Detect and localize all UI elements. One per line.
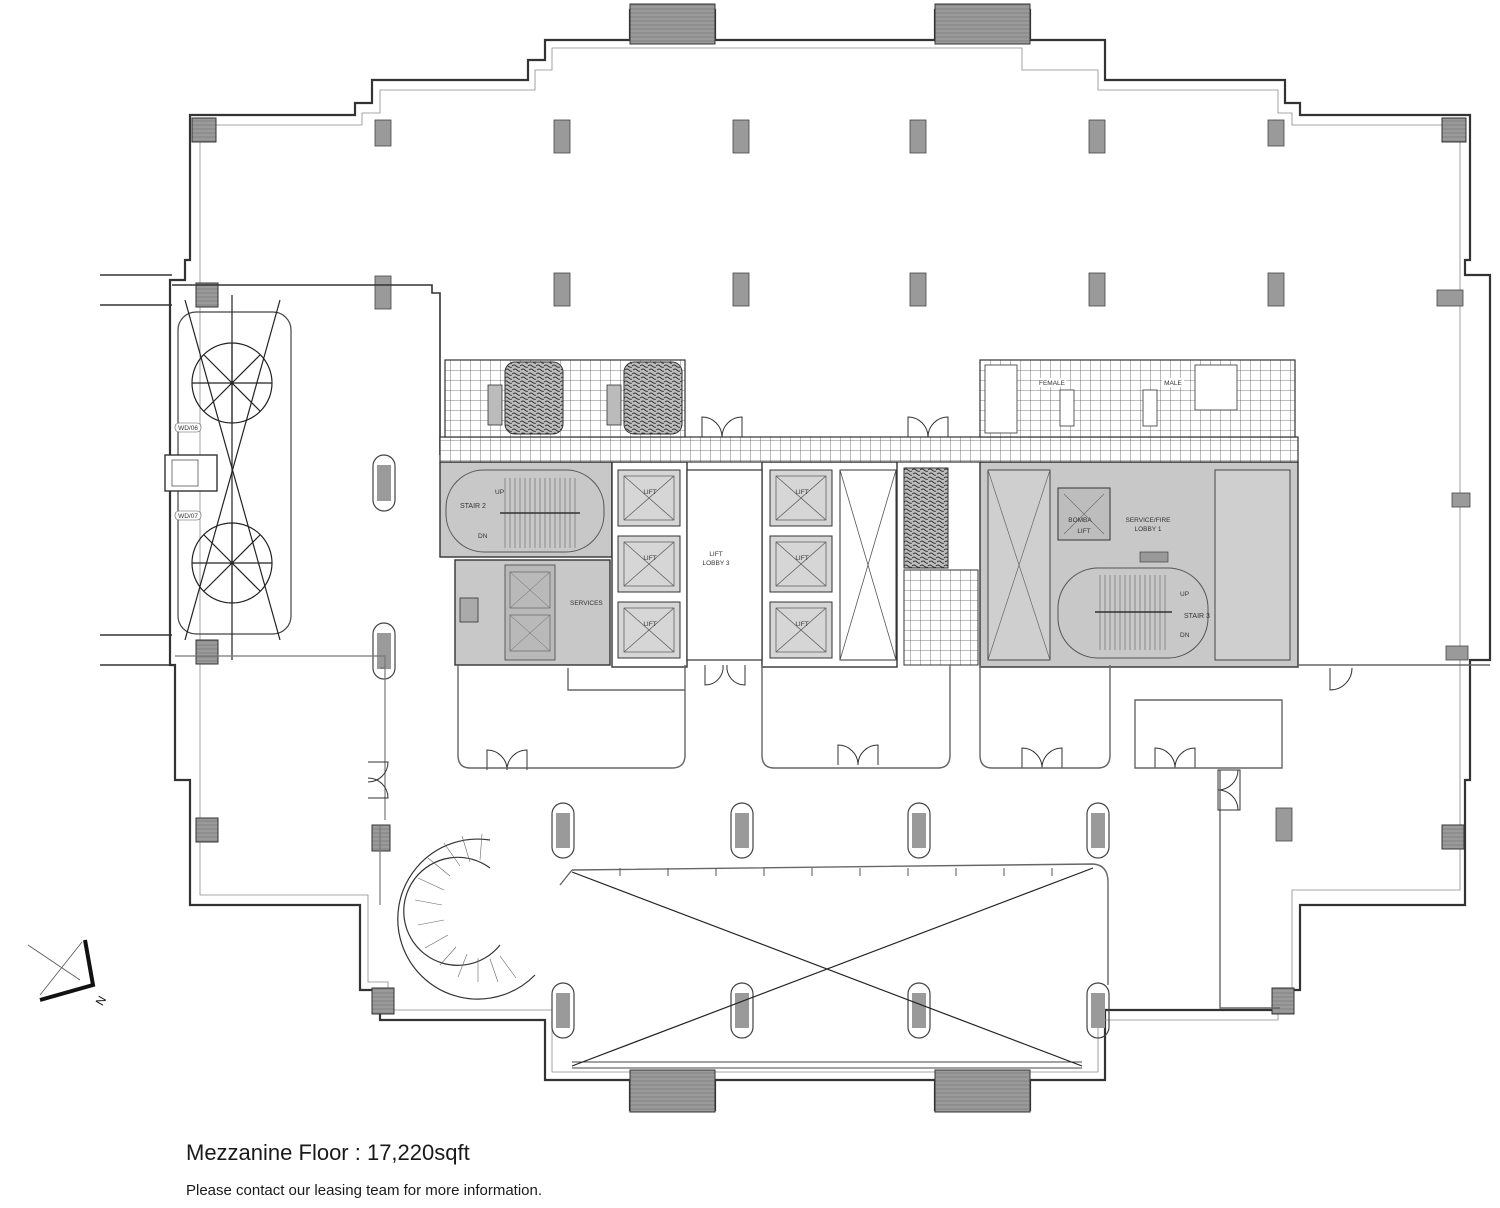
columns <box>374 119 1471 842</box>
planter-core <box>903 467 949 569</box>
stair-2-label: STAIR 2 <box>460 503 486 510</box>
round-columns <box>372 454 1110 1039</box>
bomba-lift-label-1: BOMBA <box>1068 517 1092 524</box>
lift-label-6: LIFT <box>795 621 808 628</box>
lift-lobby-3: LIFT LOBBY 3 <box>686 469 763 661</box>
bomba-lift-label-2: LIFT <box>1077 528 1090 535</box>
shopfronts <box>457 664 1490 1009</box>
services-room: SERVICES <box>459 564 603 661</box>
lift-bank-left: LIFT LIFT LIFT <box>617 469 681 659</box>
right-core: BOMBA LIFT SERVICE/FIRE LOBBY 1 UP DN ST… <box>987 469 1291 661</box>
lift-bank-right: LIFT LIFT LIFT <box>769 469 833 659</box>
floor-title: Mezzanine Floor : 17,220sqft <box>186 1140 470 1165</box>
west-ramps <box>184 295 281 660</box>
service-lobby-label-2: LOBBY 1 <box>1135 526 1162 533</box>
door-label-wd06: WD/06 <box>178 425 198 432</box>
north-label: N <box>93 993 109 1008</box>
stair-2: STAIR 2 UP DN <box>445 469 605 553</box>
female-label: FEMALE <box>1039 380 1066 387</box>
lift-lobby-label-2: LOBBY 3 <box>703 560 730 567</box>
west-door-labels: WD/06 WD/07 <box>174 422 202 521</box>
stair-3-up: UP <box>1180 591 1189 598</box>
core-shaft <box>839 469 897 661</box>
lift-label-3: LIFT <box>643 621 656 628</box>
door-swings <box>367 416 1353 811</box>
stair-2-dn: DN <box>478 533 488 540</box>
stair-3-label: STAIR 3 <box>1184 613 1210 620</box>
stair-2-up: UP <box>495 489 504 496</box>
lift-label-2: LIFT <box>643 555 656 562</box>
service-lobby-label-1: SERVICE/FIRE <box>1125 517 1171 524</box>
perimeter-piers <box>191 3 1467 1113</box>
lift-label-4: LIFT <box>795 489 808 496</box>
services-label: SERVICES <box>570 600 603 607</box>
north-arrow: N <box>27 939 109 1008</box>
lift-lobby-label-1: LIFT <box>709 551 722 558</box>
leasing-note: Please contact our leasing team for more… <box>186 1182 543 1199</box>
east-room <box>1217 769 1241 811</box>
stair-3-dn: DN <box>1180 632 1190 639</box>
atrium-void <box>559 863 1109 1069</box>
outer-wall-inner-line <box>199 47 1461 1073</box>
male-label: MALE <box>1164 380 1182 387</box>
toilets-east: FEMALE MALE <box>979 359 1296 438</box>
west-wing-wall <box>100 274 441 666</box>
west-partition <box>175 655 386 905</box>
west-vestibule <box>164 454 218 492</box>
door-label-wd07: WD/07 <box>178 513 198 520</box>
round-column-cores <box>377 465 1105 1028</box>
tile-corridor <box>439 436 1299 463</box>
toilets-west <box>444 359 686 438</box>
tile-strip <box>903 569 979 666</box>
spiral-stair <box>397 833 536 1000</box>
lift-label-1: LIFT <box>643 489 656 496</box>
lift-label-5: LIFT <box>795 555 808 562</box>
